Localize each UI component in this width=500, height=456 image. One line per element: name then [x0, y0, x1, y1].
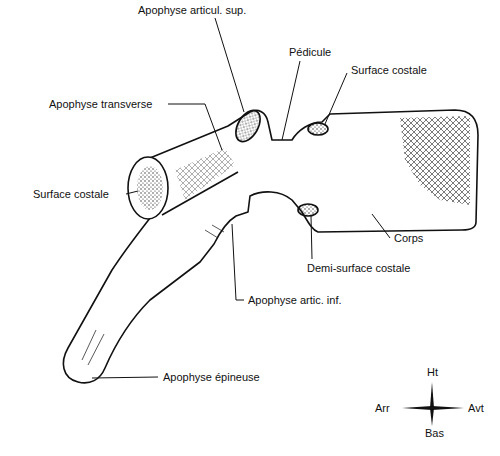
orientation-cross [402, 382, 464, 426]
transverse-hatching [175, 148, 235, 200]
direction-label: Ht [426, 366, 439, 379]
superior-articular-facet [231, 106, 265, 145]
leader-line [126, 191, 138, 194]
leader-line [311, 216, 312, 259]
body-hatching [400, 116, 470, 205]
leader-line [215, 18, 244, 112]
leader-line [232, 224, 244, 300]
part-label: Apophyse artic. inf. [247, 294, 343, 307]
transverse-bottom [162, 172, 238, 215]
part-label: Corps [393, 232, 424, 245]
part-label: Surface costale [32, 188, 110, 201]
part-label: Surface costale [350, 64, 428, 77]
direction-label: Avt [467, 402, 485, 415]
part-label: Apophyse épineuse [162, 371, 261, 384]
direction-label: Arr [374, 402, 391, 415]
part-label: Apophyse transverse [48, 98, 153, 111]
part-label: Pédicule [288, 46, 332, 59]
part-label: Demi-surface costale [306, 262, 411, 275]
body-costal-facet [308, 123, 328, 135]
part-label: Apophyse articul. sup. [137, 4, 247, 17]
spine-shading [82, 225, 224, 365]
demi-costal-facet [298, 204, 318, 216]
leader-line [325, 73, 347, 124]
transverse-costal-facet [128, 157, 168, 219]
direction-label: Bas [424, 427, 445, 440]
vertebra-outline [63, 110, 478, 383]
leader-line [168, 104, 222, 150]
leader-line [92, 377, 158, 378]
transverse-costal-facet-dots [137, 166, 163, 210]
leader-line [282, 61, 300, 140]
leader-line [372, 214, 390, 238]
